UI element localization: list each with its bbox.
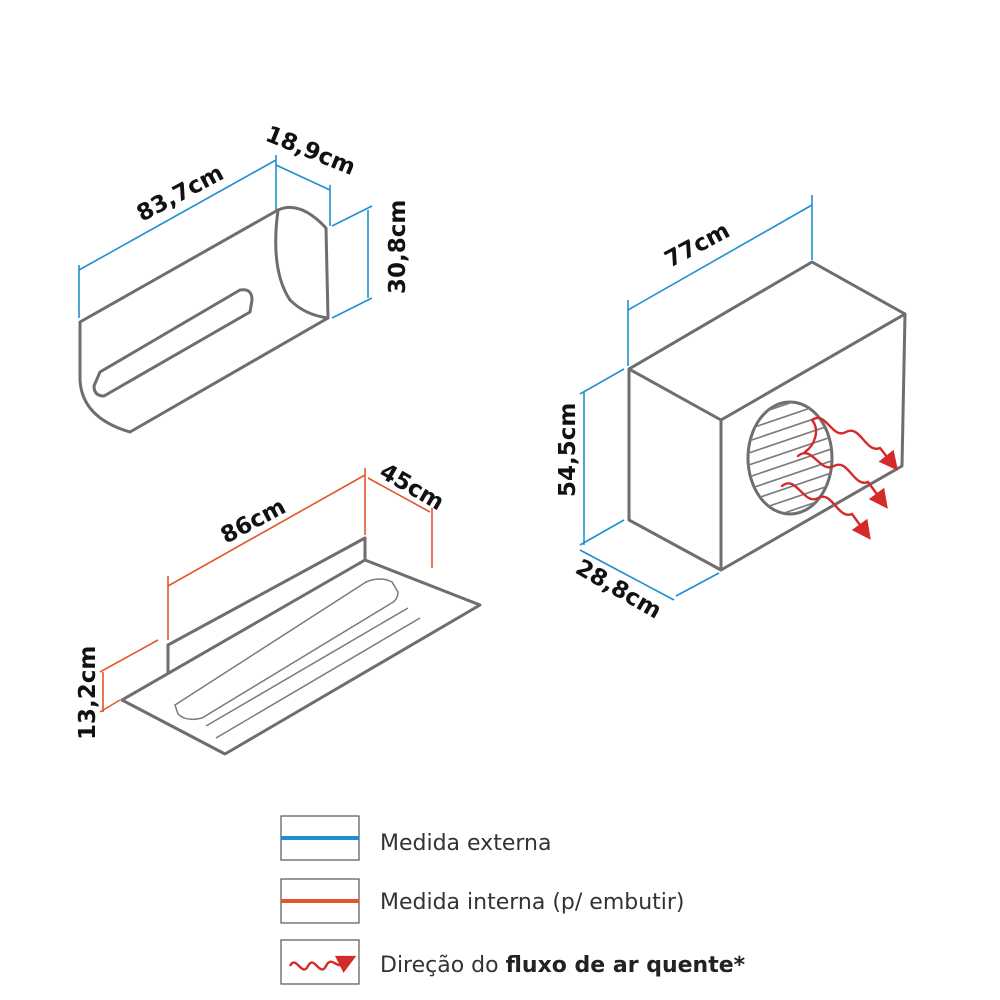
legend-item-airflow: Direção do fluxo de ar quente*: [280, 939, 746, 985]
legend-internal-label: Medida interna (p/ embutir): [380, 890, 685, 915]
outdoor-width-label: 77cm: [661, 218, 735, 274]
legend-airflow-label: Direção do fluxo de ar quente*: [380, 953, 746, 978]
legend: Medida externa Medida interna (p/ embuti…: [280, 815, 746, 985]
recess-dimension-lines: [99, 468, 433, 713]
recessed-plate: [120, 536, 482, 756]
indoor-width-label: 83,7cm: [133, 160, 229, 227]
airflow-arrows: [780, 416, 898, 540]
airflow-swatch-icon: [288, 955, 357, 974]
legend-external-label: Medida externa: [380, 831, 551, 856]
recess-depth-label: 45cm: [375, 459, 448, 516]
legend-item-internal: Medida interna (p/ embutir): [280, 878, 685, 924]
legend-item-external: Medida externa: [280, 815, 551, 861]
recess-width-label: 86cm: [217, 494, 291, 550]
legend-airflow-bold: fluxo de ar quente*: [506, 953, 746, 978]
indoor-dimension-lines: [78, 155, 373, 319]
outdoor-depth-label: 28,8cm: [571, 555, 666, 625]
recess-height-label: 13,2cm: [75, 646, 101, 740]
indoor-height-label: 30,8cm: [385, 200, 411, 294]
outdoor-unit: [627, 260, 907, 572]
indoor-unit: [78, 205, 330, 434]
outdoor-height-label: 54,5cm: [555, 403, 581, 497]
outdoor-dimension-lines: [579, 195, 813, 601]
fan-grille: [746, 400, 834, 516]
legend-airflow-prefix: Direção do: [380, 953, 506, 978]
